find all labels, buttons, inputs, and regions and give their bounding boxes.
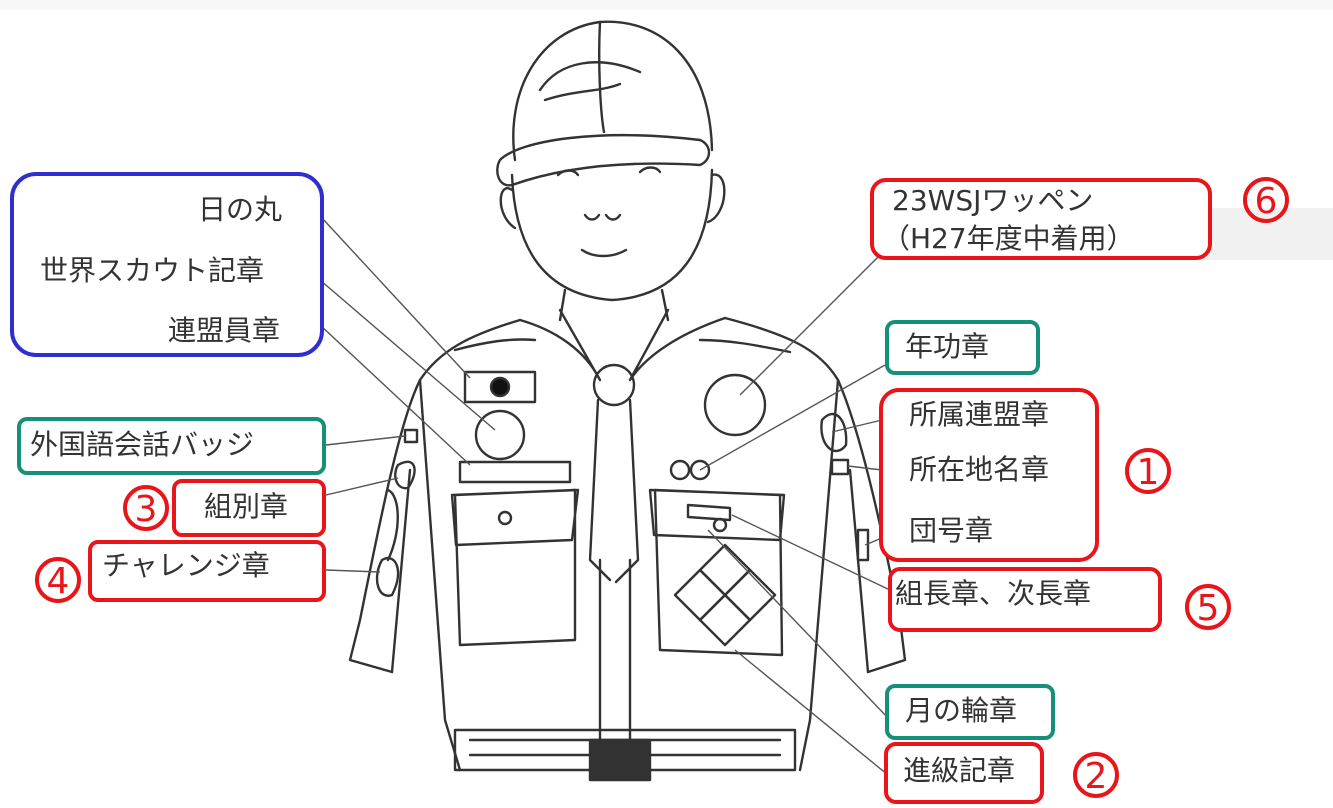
scarf-tail-right xyxy=(614,398,640,584)
nenko-box xyxy=(885,320,1040,375)
kumibetsu-box xyxy=(172,479,326,537)
cap-seam xyxy=(598,20,606,134)
shozoku-group-box xyxy=(879,388,1099,562)
label-renmei: 連盟員章 xyxy=(168,314,281,347)
shozaichi-badge xyxy=(830,458,850,476)
challenge-badge xyxy=(375,557,400,597)
label-kumicho: 組長章、次長章 xyxy=(895,577,1092,610)
left-sleeve-inner xyxy=(390,468,412,674)
number-2-circle: 2 xyxy=(1073,752,1119,798)
left-pocket-button xyxy=(497,510,513,526)
left-ear xyxy=(499,187,517,230)
right-sleeve-inner xyxy=(848,468,870,674)
cap-brim xyxy=(496,134,711,187)
torso-right xyxy=(798,378,840,772)
left-shoulder xyxy=(348,318,522,674)
label-challenge: チャレンジ章 xyxy=(102,549,270,582)
nenko-badge-2 xyxy=(689,459,711,481)
challenge-box xyxy=(88,540,326,602)
neck xyxy=(558,288,670,322)
label-shinkyu: 進級記章 xyxy=(903,754,1016,787)
kumicho-badge xyxy=(686,503,732,522)
face-outline xyxy=(510,168,714,302)
world-scout-badge xyxy=(474,409,526,461)
label-foreign-lang: 外国語会話バッジ xyxy=(30,428,255,461)
label-kumibetsu: 組別章 xyxy=(204,490,289,523)
left-shoulder-strap xyxy=(453,338,537,352)
top-band xyxy=(0,0,1333,10)
hinomaru-flag xyxy=(463,370,537,404)
cap-logo xyxy=(538,61,642,102)
scarf-left xyxy=(518,308,602,382)
foreign-lang-box xyxy=(17,417,326,475)
tsuki-box xyxy=(885,684,1055,740)
renmei-badge xyxy=(458,460,572,484)
foreign-lang-badge xyxy=(403,428,419,444)
belt-buckle xyxy=(588,738,652,782)
torso-left xyxy=(418,378,462,772)
right-pocket xyxy=(648,488,786,657)
label-hinomaru: 日の丸 xyxy=(198,193,283,226)
label-shozaichi: 所在地名章 xyxy=(909,453,1050,486)
label-wsj-line1: 23WSJワッペン xyxy=(892,184,1094,217)
number-6-circle: 6 xyxy=(1243,177,1289,223)
hinomaru-disc xyxy=(489,376,511,398)
nenko-badge-1 xyxy=(669,459,691,481)
label-world-scout: 世界スカウト記章 xyxy=(40,254,265,287)
kumibetsu-badge xyxy=(394,460,416,490)
sleeve-badge-strip xyxy=(386,488,399,562)
label-wsj-line2: （H27年度中着用） xyxy=(882,222,1135,255)
left-eye xyxy=(556,169,580,177)
leader-lines xyxy=(319,217,891,776)
placket xyxy=(598,558,632,747)
number-4-circle: 4 xyxy=(35,557,81,603)
number-3-circle: 3 xyxy=(123,485,169,531)
right-pocket-button xyxy=(712,517,728,533)
right-ear xyxy=(706,173,726,224)
shozoku-badge xyxy=(820,413,848,452)
label-nenko: 年功章 xyxy=(905,330,990,363)
shinkyu-box xyxy=(884,742,1044,804)
label-shozoku: 所属連盟章 xyxy=(909,398,1050,431)
scarf-woggle xyxy=(592,363,636,407)
right-shoulder-strap xyxy=(698,338,792,354)
wsj-patch xyxy=(703,373,767,437)
dango-badge xyxy=(856,528,870,562)
label-tsuki: 月の輪章 xyxy=(905,694,1018,727)
left-pocket xyxy=(450,488,580,647)
number-5-circle: 5 xyxy=(1185,584,1231,630)
label-dango: 団号章 xyxy=(909,514,994,547)
mouth xyxy=(580,248,628,258)
number-1-circle: 1 xyxy=(1125,448,1171,494)
national-badges-group xyxy=(10,172,324,357)
scarf-right xyxy=(628,308,727,382)
right-eye xyxy=(638,166,662,174)
nose xyxy=(583,213,622,221)
tsuki-no-wa-badges xyxy=(673,543,777,647)
kumicho-box xyxy=(888,567,1162,632)
wsj-box xyxy=(870,178,1212,260)
scarf-tail-left xyxy=(588,398,612,582)
